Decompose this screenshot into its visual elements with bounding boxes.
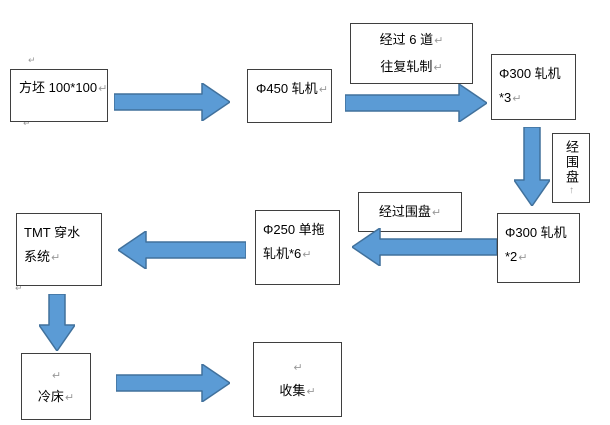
arrow-mill300x3-to-mill300x2[interactable] (514, 127, 550, 206)
vertical-paragraph-mark: ↑ (566, 185, 577, 196)
node-mill250x6[interactable]: Φ250 单拖 轧机*6↵ (255, 210, 340, 285)
node-tmt[interactable]: TMT 穿水 系统↵ (16, 213, 102, 286)
node-mill300x2[interactable]: Φ300 轧机 *2↵ (497, 213, 580, 283)
anchor-mark: ↵ (23, 118, 31, 128)
paragraph-mark: ↵ (318, 84, 328, 96)
arrow-mill450-to-mill300x3[interactable] (345, 84, 487, 122)
mill300x2-line2: *2 (505, 249, 518, 264)
block-arrow-left-icon (352, 228, 497, 266)
node-mill450[interactable]: Φ450 轧机↵ (247, 69, 332, 123)
block-arrow-right-icon (114, 83, 230, 121)
paragraph-mark: ↵ (518, 252, 528, 264)
pass-note-line2: 往复轧制 (380, 58, 433, 74)
block-arrow-down-icon (39, 294, 75, 351)
mill250x6-line2: 轧机*6 (263, 246, 302, 261)
arrow-cooling-bed-to-collect[interactable] (116, 364, 230, 402)
tmt-line1: TMT 穿水 (24, 225, 81, 240)
block-arrow-right-icon (345, 84, 487, 122)
paragraph-mark: ↵ (51, 369, 62, 382)
pass-note-line1: 经过 6 道 (379, 31, 434, 47)
loop-note-label: 经过围盘 (378, 203, 431, 219)
node-billet[interactable]: 方坯 100*100↵ (10, 69, 108, 122)
arrow-mill250x6-to-tmt[interactable] (118, 231, 246, 269)
block-arrow-down-icon (514, 127, 550, 206)
paragraph-mark: ↵ (431, 206, 442, 219)
anchor-mark: ↵ (28, 55, 36, 65)
paragraph-mark: ↵ (302, 249, 312, 261)
node-collect[interactable]: ↵ 收集↵ (253, 342, 342, 417)
paragraph-mark: ↵ (98, 83, 108, 95)
arrow-billet-to-mill450[interactable] (114, 83, 230, 121)
paragraph-mark: ↵ (306, 385, 316, 398)
block-arrow-right-icon (116, 364, 230, 402)
node-billet-label: 方坯 100*100 (19, 80, 98, 95)
block-arrow-left-icon (118, 231, 246, 269)
node-pass-note[interactable]: 经过 6 道↵ 往复轧制↵ (350, 23, 473, 84)
cooling-bed-label: 冷床 (37, 388, 64, 404)
arrow-tmt-to-cooling-bed[interactable] (39, 294, 75, 351)
mill300x2-line1: Φ300 轧机 (505, 225, 567, 240)
loop-vertical-note-label: 经围盘 (564, 140, 579, 185)
arrow-mill300x2-to-mill250x6[interactable] (352, 228, 497, 266)
paragraph-mark: ↵ (512, 93, 522, 105)
node-cooling-bed[interactable]: ↵ 冷床↵ (21, 353, 91, 420)
mill300x3-line2: *3 (499, 90, 512, 105)
paragraph-mark: ↵ (433, 61, 443, 74)
collect-label: 收集 (279, 382, 306, 398)
paragraph-mark: ↵ (293, 361, 303, 374)
node-loop-vertical-note[interactable]: 经围盘↑ (552, 133, 590, 203)
anchor-mark: ↵ (15, 283, 23, 293)
mill300x3-line1: Φ300 轧机 (499, 66, 561, 81)
paragraph-mark: ↵ (64, 391, 75, 404)
paragraph-mark: ↵ (51, 252, 61, 264)
node-mill450-label: Φ450 轧机 (256, 81, 318, 96)
node-mill300x3[interactable]: Φ300 轧机 *3↵ (491, 54, 576, 120)
node-loop-note[interactable]: 经过围盘↵ (358, 192, 462, 232)
tmt-line2: 系统 (24, 249, 51, 264)
paragraph-mark: ↵ (434, 34, 444, 47)
mill250x6-line1: Φ250 单拖 (263, 222, 325, 237)
